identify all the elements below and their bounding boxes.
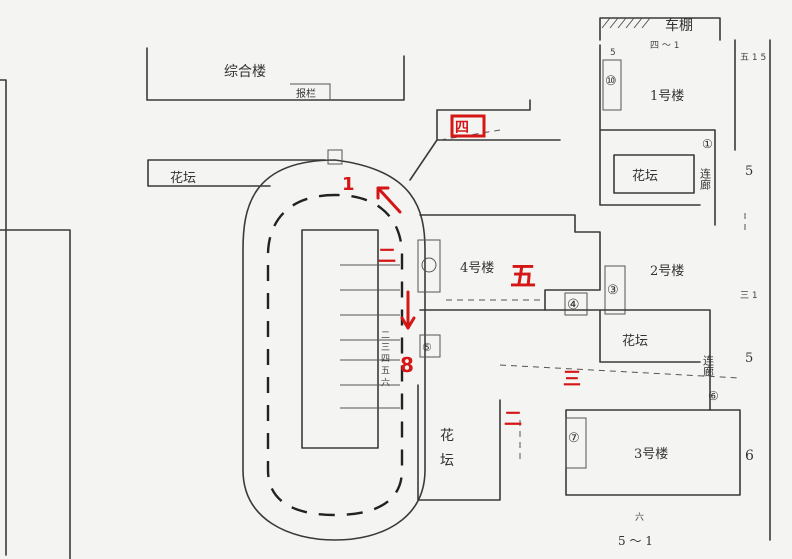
right-five-label-2: 5 [745, 351, 753, 366]
dormitory-building-outline [146, 47, 405, 101]
dormitory-building-label: 综合楼 [224, 64, 266, 80]
building-3-label: 3号楼 [634, 447, 668, 462]
bottom-range-label: 5 ～ 1 [618, 534, 653, 548]
flower-bed-2-label: 花坛 [622, 333, 648, 349]
red-arrow-up-left [376, 186, 402, 214]
top-five: 5 [610, 48, 616, 58]
bottom-six-label: 六 [635, 511, 644, 523]
gate-corridor-1: ① [702, 137, 713, 151]
field-lines [340, 264, 400, 409]
track-lane-line [266, 193, 404, 517]
shed-hatch [601, 17, 651, 29]
building-4-label: 4号楼 [460, 261, 494, 276]
flower-bed-mid-outline [417, 384, 501, 501]
left-boundary [0, 79, 7, 556]
flow-arrow-right [499, 364, 741, 379]
gate-3-label: ③ [607, 283, 619, 298]
red-mark-five: 五 [510, 262, 536, 292]
building-2-stairs [604, 265, 626, 315]
gate-4-box [564, 292, 588, 316]
shed-outline [599, 17, 721, 41]
flower-bed-1-label: 花坛 [632, 168, 658, 184]
building-1-label: 1号楼 [650, 89, 684, 104]
corridor-2-label: 连廊 [702, 355, 715, 378]
flower-bed-top-outline [147, 159, 326, 187]
shed-label: 车棚 [665, 17, 693, 34]
building-3-stairs [565, 417, 587, 469]
right-top-label: 五 1 5 [740, 53, 766, 63]
building-4-stairs [417, 239, 441, 293]
top-range: 四 ～ 1 [650, 41, 679, 51]
gate-6-label: ⑥ [708, 389, 719, 403]
building-4-outline [419, 214, 601, 311]
flower-bed-top-label: 花坛 [170, 170, 196, 186]
right-three-label: 三 1 [740, 291, 758, 301]
building-1-outline [599, 44, 716, 226]
red-mark-two-bottom: 二 [504, 409, 522, 430]
red-mark-eight: 8 [400, 353, 414, 377]
left-lower-boundary [0, 229, 71, 559]
gate-5-box [419, 334, 441, 358]
gate-5-label: ⑤ [422, 341, 432, 354]
flag-platform [327, 149, 343, 165]
red-mark-four: 四 [455, 120, 469, 136]
building-2-outline [544, 309, 711, 411]
building-1-stairs [602, 59, 622, 111]
red-mark-one: 1 [342, 174, 355, 195]
gate-4-label: ④ [567, 297, 580, 313]
red-mark-four-box [450, 114, 486, 138]
newspaper-board-outline [290, 83, 331, 100]
gate-1-circle-left [421, 257, 437, 273]
red-arrow-down [400, 290, 416, 330]
sports-field [301, 229, 379, 449]
red-mark-three: 三 [563, 369, 581, 390]
right-six-label: 6 [745, 448, 754, 464]
flower-bed-1-outline [613, 154, 695, 194]
corridor-1-label: 连廊 [699, 168, 712, 191]
flower-bed-mid-label-1: 花 [440, 428, 454, 444]
field-column-labels: 二 三 四 五 六 [379, 330, 390, 387]
right-boundary [734, 39, 771, 541]
gate-10-label: ⑩ [605, 74, 617, 89]
right-five-label: 5 [745, 164, 753, 179]
building-2-label: 2号楼 [650, 264, 684, 279]
track-outer [242, 159, 426, 541]
gate-7-label: ⑦ [568, 431, 580, 446]
flower-bed-mid-label-2: 坛 [440, 453, 454, 469]
red-mark-two: 二 [378, 246, 396, 267]
newspaper-board-label: 报栏 [296, 87, 316, 100]
